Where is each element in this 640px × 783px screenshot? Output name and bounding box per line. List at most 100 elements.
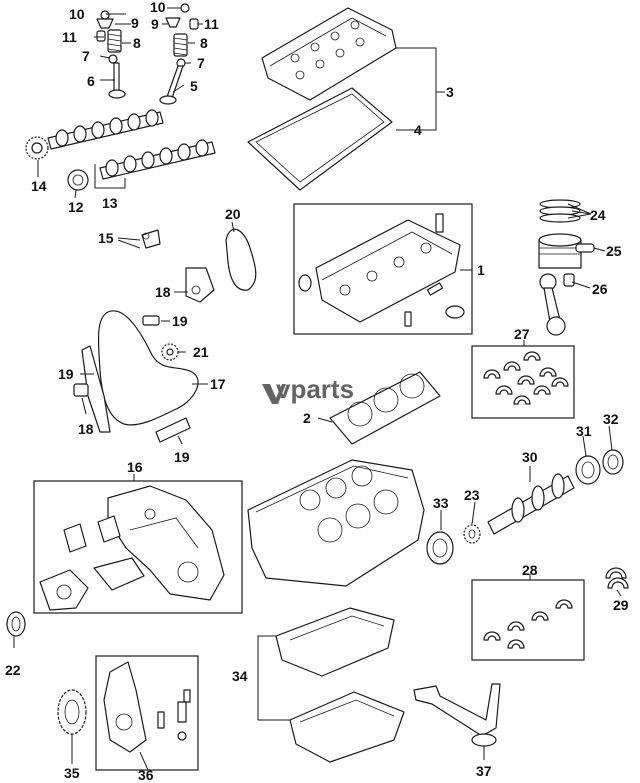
tensioner-pin[interactable] — [142, 315, 160, 326]
valve-cover-gasket[interactable] — [247, 87, 393, 191]
callout-9b[interactable]: 9 — [151, 16, 159, 32]
rod-bearings[interactable] — [483, 599, 573, 649]
callout-25[interactable]: 25 — [606, 243, 622, 259]
water-pump[interactable] — [39, 569, 89, 611]
valve-keeper-right[interactable] — [165, 17, 181, 28]
callout-23[interactable]: 23 — [464, 487, 480, 503]
callout-36[interactable]: 36 — [138, 767, 154, 783]
callout-35[interactable]: 35 — [64, 765, 80, 781]
valve-cap-left[interactable] — [100, 10, 110, 20]
oil-pickup-tube[interactable] — [413, 683, 501, 747]
callout-28[interactable]: 28 — [522, 562, 538, 578]
callout-34[interactable]: 34 — [232, 668, 248, 684]
callout-6[interactable]: 6 — [87, 73, 95, 89]
callout-19a[interactable]: 19 — [172, 313, 188, 329]
callout-26[interactable]: 26 — [592, 281, 608, 297]
valve-seal-left[interactable] — [96, 30, 106, 42]
camshaft-sprocket[interactable] — [25, 136, 49, 160]
callout-12[interactable]: 12 — [68, 199, 84, 215]
rear-seal-retainer[interactable] — [575, 455, 601, 485]
exhaust-valve[interactable] — [159, 65, 184, 105]
connecting-rod[interactable] — [539, 273, 566, 336]
callout-19c[interactable]: 19 — [174, 449, 190, 465]
callout-8a[interactable]: 8 — [133, 35, 141, 51]
callout-30[interactable]: 30 — [522, 449, 538, 465]
callout-13[interactable]: 13 — [102, 195, 118, 211]
timing-chain[interactable] — [97, 310, 199, 426]
callout-21[interactable]: 21 — [193, 344, 209, 360]
callout-33[interactable]: 33 — [433, 495, 449, 511]
oil-pump-bolts[interactable] — [157, 689, 191, 741]
cover-bracket[interactable] — [93, 557, 145, 591]
callout-4[interactable]: 4 — [414, 122, 422, 138]
head-gasket[interactable] — [329, 371, 441, 445]
callout-14[interactable]: 14 — [31, 178, 47, 194]
callout-9a[interactable]: 9 — [131, 15, 139, 31]
callout-3[interactable]: 3 — [446, 84, 454, 100]
tensioner-bracket[interactable] — [185, 267, 215, 303]
cover-gasket-b[interactable] — [97, 515, 121, 543]
piston-pin[interactable] — [575, 243, 595, 253]
intake-valve[interactable] — [108, 62, 126, 99]
callout-20[interactable]: 20 — [225, 206, 241, 222]
timing-chain-secondary[interactable] — [225, 228, 257, 291]
oil-pump[interactable] — [103, 661, 147, 753]
callout-11a[interactable]: 11 — [62, 29, 77, 45]
cover-gasket-a[interactable] — [63, 523, 87, 553]
valve-cap-right[interactable] — [180, 3, 190, 13]
callout-24[interactable]: 24 — [590, 207, 606, 223]
head-bolt[interactable] — [404, 311, 412, 327]
thrust-washer[interactable] — [605, 567, 629, 589]
head-dowel[interactable] — [435, 213, 444, 233]
callout-27[interactable]: 27 — [514, 326, 530, 342]
callout-18a[interactable]: 18 — [155, 284, 171, 300]
crank-pulley[interactable] — [426, 531, 454, 565]
crankshaft[interactable] — [487, 473, 575, 535]
callout-37[interactable]: 37 — [476, 763, 492, 779]
callout-7b[interactable]: 7 — [197, 55, 205, 71]
callout-5[interactable]: 5 — [190, 78, 198, 94]
valve-spring-left[interactable] — [107, 29, 122, 53]
callout-19b[interactable]: 19 — [58, 366, 74, 382]
head-washer[interactable] — [445, 305, 465, 319]
chain-guide-upper[interactable] — [141, 229, 161, 249]
front-crank-seal[interactable] — [6, 611, 26, 637]
head-pin[interactable] — [426, 282, 444, 296]
valve-retainer-left[interactable] — [108, 54, 118, 64]
tensioner-shoe[interactable] — [73, 383, 89, 397]
valve-keeper-left[interactable] — [96, 18, 114, 29]
crank-sprocket[interactable] — [463, 524, 481, 544]
callout-15[interactable]: 15 — [98, 230, 114, 246]
valve-cover[interactable] — [261, 7, 397, 101]
callout-22[interactable]: 22 — [5, 662, 21, 678]
camshaft-upper[interactable] — [47, 109, 164, 150]
valve-spring-right[interactable] — [173, 33, 188, 57]
engine-block[interactable] — [247, 459, 425, 587]
valve-seal-right[interactable] — [189, 18, 199, 30]
camshaft-lower[interactable] — [99, 139, 216, 180]
timing-cover[interactable] — [107, 485, 225, 601]
chain-guide-bottom[interactable] — [155, 417, 191, 443]
piston-rings[interactable] — [539, 199, 581, 223]
callout-31[interactable]: 31 — [576, 423, 592, 439]
callout-8b[interactable]: 8 — [200, 35, 208, 51]
cylinder-head[interactable] — [298, 213, 465, 327]
callout-1[interactable]: 1 — [477, 262, 485, 278]
callout-18b[interactable]: 18 — [78, 421, 94, 437]
callout-7a[interactable]: 7 — [82, 48, 90, 64]
rod-bushing[interactable] — [563, 273, 575, 287]
rear-main-seal[interactable] — [602, 449, 624, 475]
callout-10a[interactable]: 10 — [69, 6, 85, 22]
callout-2[interactable]: 2 — [303, 410, 311, 426]
piston[interactable] — [538, 233, 582, 269]
upper-oil-pan[interactable] — [275, 607, 395, 677]
callout-16[interactable]: 16 — [127, 459, 143, 475]
idler-sprocket[interactable] — [161, 343, 179, 361]
head-plug[interactable] — [298, 274, 312, 292]
chain-guide-left[interactable] — [81, 345, 111, 433]
callout-17[interactable]: 17 — [210, 376, 226, 392]
callout-29[interactable]: 29 — [613, 597, 629, 613]
lower-oil-pan[interactable] — [289, 691, 405, 763]
callout-32[interactable]: 32 — [603, 411, 619, 427]
cam-phaser[interactable] — [67, 169, 89, 191]
